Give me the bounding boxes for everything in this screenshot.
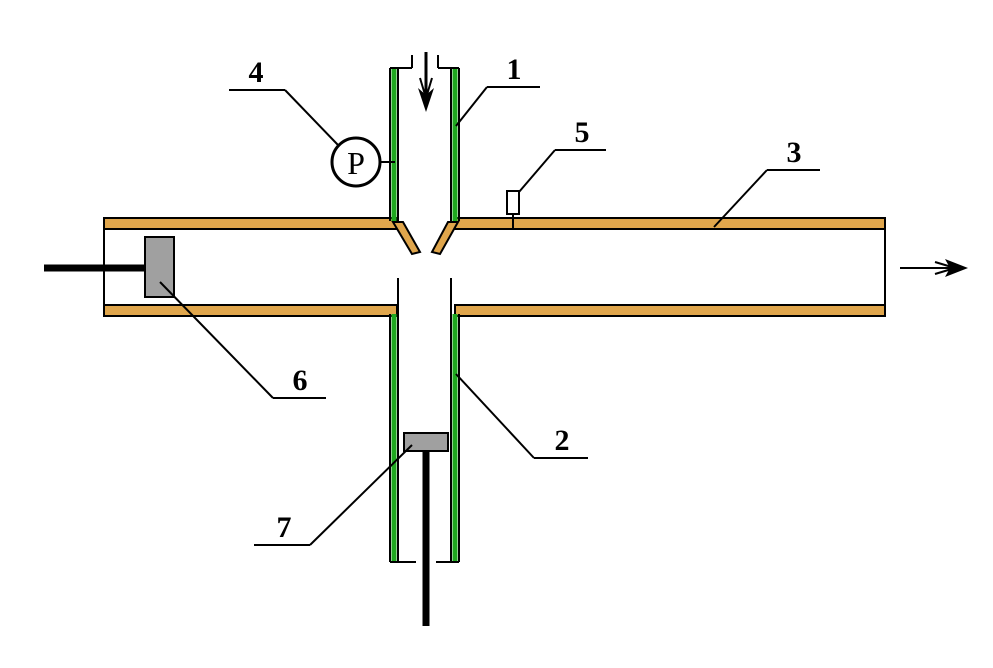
sensor-5 <box>506 190 520 230</box>
pressure-gauge-icon: P <box>330 136 395 188</box>
tube-top-wall-left <box>103 217 398 230</box>
piston-7-head <box>403 432 449 452</box>
label-2-leader <box>455 373 535 459</box>
label-7-leader <box>309 444 413 546</box>
label-6-leader <box>159 281 274 399</box>
gauge-letter: P <box>347 145 365 181</box>
nozzle-lip-left <box>391 221 422 256</box>
upper-vertical-tube <box>389 55 460 256</box>
label-5: 5 <box>575 116 590 149</box>
label-7: 7 <box>277 511 292 544</box>
tube-bottom-wall-left <box>103 304 398 317</box>
label-3-leader <box>713 169 768 228</box>
label-5-leader <box>518 149 556 193</box>
arrow-right-icon <box>900 259 968 277</box>
label-4: 4 <box>249 56 264 89</box>
label-4-leader <box>284 89 339 146</box>
tube-top-wall-right <box>454 217 886 230</box>
tube-bottom-wall-right <box>454 304 886 317</box>
piston-7 <box>403 432 449 626</box>
label-1: 1 <box>507 53 522 86</box>
label-1-leader <box>455 86 488 127</box>
label-3: 3 <box>787 136 802 169</box>
label-2: 2 <box>555 424 570 457</box>
lower-vertical-tube <box>389 278 460 563</box>
sensor-5-body <box>506 190 520 215</box>
horizontal-tube <box>103 217 886 317</box>
label-6: 6 <box>293 364 308 397</box>
piston-6 <box>44 236 175 298</box>
piston-6-head <box>144 236 175 298</box>
arrow-down-icon <box>418 52 434 112</box>
nozzle-lip-right <box>430 221 460 256</box>
